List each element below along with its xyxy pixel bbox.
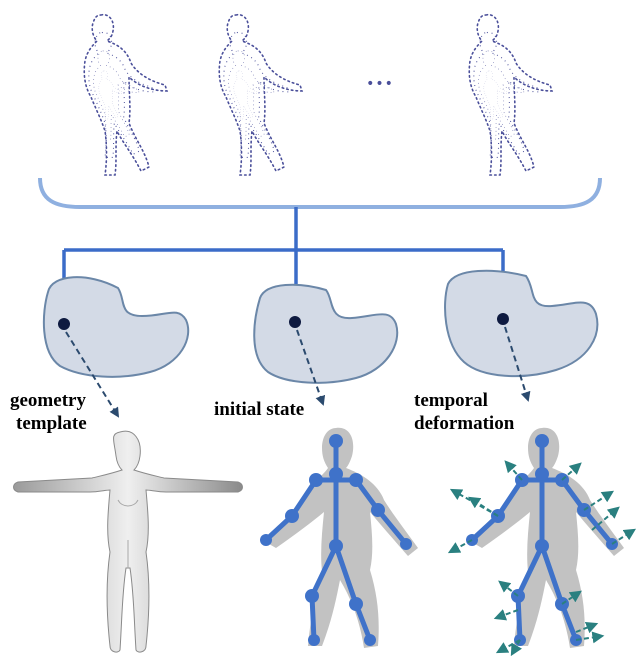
latent-point-geometry (58, 318, 70, 330)
point-cloud-3 (469, 15, 552, 175)
latent-point-initial-state (289, 316, 301, 328)
initial-state-silhouette (262, 428, 418, 648)
point-cloud-2 (219, 15, 302, 175)
latent-point-temporal (497, 313, 509, 325)
temporal-silhouette (468, 428, 624, 648)
geometry-template-mesh (14, 431, 243, 652)
ellipsis: ••• (366, 76, 394, 92)
initial-state-figure (260, 428, 418, 648)
latent-blob-temporal (445, 271, 597, 376)
label-initial-state: initial state (214, 399, 304, 420)
label-geometry-line2: template (16, 413, 87, 434)
temporal-deformation-figure (450, 428, 634, 654)
label-temporal-line1: temporal (414, 390, 488, 411)
label-temporal-line2: deformation (414, 413, 515, 434)
latent-blob-initial-state (254, 285, 397, 383)
point-cloud-1 (84, 15, 167, 175)
grouping-brace (40, 178, 600, 207)
label-geometry-line1: geometry (10, 390, 86, 411)
